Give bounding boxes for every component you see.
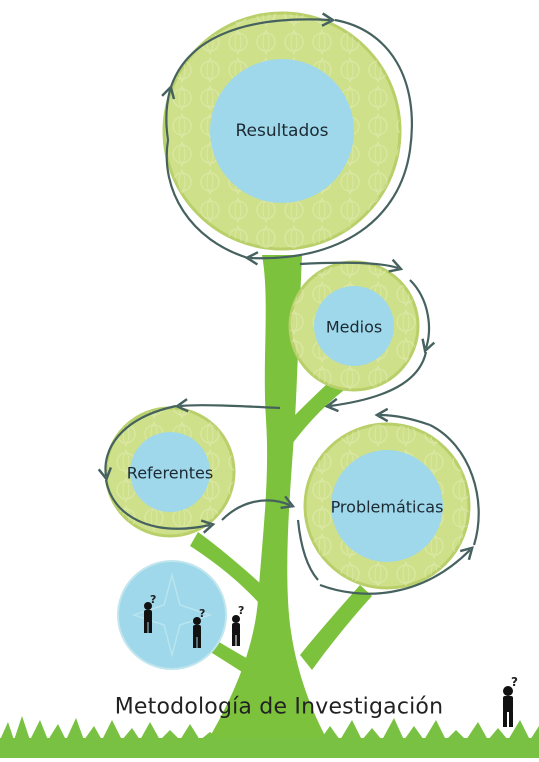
- node-people-circle: [117, 560, 227, 670]
- person-figure-2: ?: [193, 607, 205, 648]
- svg-text:?: ?: [238, 604, 244, 617]
- label-referentes: Referentes: [126, 463, 214, 483]
- person-figure-4: ?: [503, 675, 518, 727]
- node-resultados: [162, 11, 402, 251]
- flow-arrows: [97, 12, 480, 595]
- person-figure-1: ?: [144, 593, 156, 633]
- node-problematicas: [303, 422, 471, 590]
- node-medios: [288, 260, 420, 392]
- person-figure-3: ?: [232, 604, 244, 646]
- svg-text:?: ?: [511, 675, 518, 689]
- label-medios: Medios: [325, 317, 383, 337]
- label-problematicas: Problemáticas: [330, 497, 444, 517]
- node-referentes: [104, 406, 236, 538]
- grass: [0, 716, 539, 758]
- diagram-title: Metodología de Investigación: [114, 694, 444, 720]
- svg-text:?: ?: [199, 607, 205, 620]
- svg-text:?: ?: [150, 593, 156, 606]
- label-resultados: Resultados: [235, 121, 329, 141]
